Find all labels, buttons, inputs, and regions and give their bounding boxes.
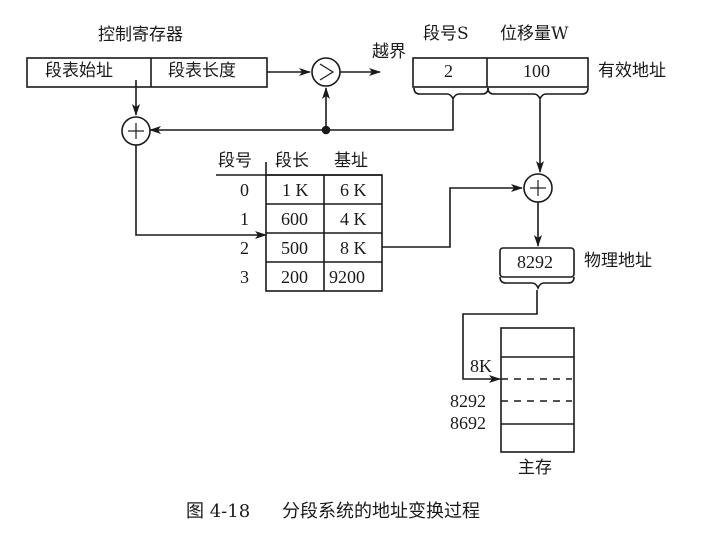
logical-address-box bbox=[412, 57, 589, 88]
table-header-seg: 段号 bbox=[218, 151, 252, 171]
physical-address-value: 8292 bbox=[517, 252, 553, 272]
physical-brace bbox=[499, 276, 575, 291]
segment-header: 段号S bbox=[423, 24, 469, 44]
overflow-label: 越界 bbox=[372, 42, 406, 62]
greater-than-icon bbox=[319, 63, 335, 81]
field-segment-table-length: 段表长度 bbox=[168, 61, 236, 81]
table-cell-base: 6 K bbox=[340, 180, 367, 200]
field-segment-table-start: 段表始址 bbox=[45, 61, 113, 81]
table-header-length: 段长 bbox=[275, 151, 309, 171]
table-cell-seg: 2 bbox=[240, 238, 249, 258]
comparator-circle bbox=[311, 57, 341, 87]
segment-number-line bbox=[149, 100, 454, 134]
figure-number: 图 4-18 bbox=[186, 501, 251, 522]
memory-mark-8292: 8292 bbox=[450, 391, 486, 411]
table-cell-base: 4 K bbox=[340, 209, 367, 229]
logical-address-label: 有效地址 bbox=[598, 61, 666, 81]
main-memory-box bbox=[500, 327, 575, 453]
physical-address-box bbox=[499, 247, 575, 278]
offset-value: 100 bbox=[523, 61, 550, 81]
table-cell-seg: 1 bbox=[240, 209, 249, 229]
table-cell-seg: 3 bbox=[240, 267, 249, 287]
table-cell-length: 500 bbox=[281, 238, 308, 258]
table-cell-length: 200 bbox=[281, 267, 308, 287]
arrow-adder-to-table-row bbox=[135, 145, 267, 239]
segment-value: 2 bbox=[444, 61, 453, 81]
table-cell-length: 600 bbox=[281, 209, 308, 229]
table-cell-base: 8 K bbox=[340, 238, 367, 258]
offset-brace bbox=[487, 87, 589, 102]
table-cell-base: 9200 bbox=[329, 267, 365, 287]
offset-header: 位移量W bbox=[500, 24, 569, 44]
memory-mark-8k: 8K bbox=[470, 356, 492, 376]
physical-address-label: 物理地址 bbox=[584, 251, 652, 271]
table-header-base: 基址 bbox=[334, 151, 368, 171]
memory-mark-8692: 8692 bbox=[450, 413, 486, 433]
segment-brace bbox=[413, 87, 489, 102]
table-cell-seg: 0 bbox=[240, 180, 249, 200]
figure-caption: 分段系统的地址变换过程 bbox=[282, 501, 480, 522]
table-cell-length: 1 K bbox=[282, 180, 309, 200]
arrow-base-to-adder2 bbox=[382, 184, 523, 248]
arrow-physical-to-memory bbox=[462, 290, 538, 383]
control-register-title: 控制寄存器 bbox=[98, 25, 183, 45]
main-memory-label: 主存 bbox=[518, 458, 552, 478]
